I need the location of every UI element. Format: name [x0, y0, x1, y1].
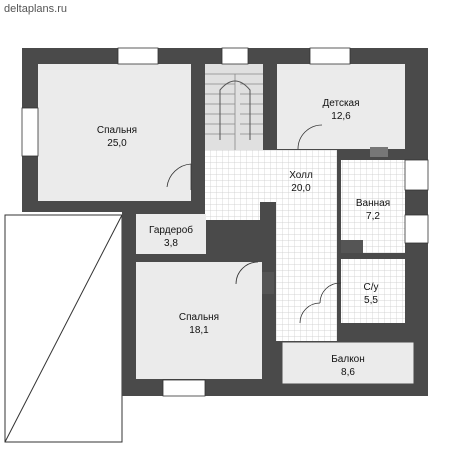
room-balcony — [281, 341, 415, 385]
label-bathroom-area: 7,2 — [366, 211, 380, 222]
staircase — [205, 64, 263, 150]
room-hall-corridor — [276, 150, 337, 323]
label-wardrobe-area: 3,8 — [164, 238, 178, 249]
room-kids — [277, 64, 405, 149]
room-toilet — [341, 259, 405, 323]
room-bedroom-small — [136, 262, 262, 379]
outer-wall-left-lower — [122, 212, 136, 396]
label-bedroom-large-name: Спальня — [97, 125, 137, 136]
label-bedroom-small-area: 18,1 — [189, 325, 209, 336]
stair-arrow — [219, 80, 251, 140]
label-wardrobe-name: Гардероб — [149, 224, 193, 236]
room-bedroom-large — [38, 64, 191, 201]
room-hall-passage — [205, 150, 260, 220]
label-hall-name: Холл — [289, 170, 313, 181]
washbasin — [370, 147, 388, 157]
label-bedroom-small-name: Спальня — [179, 312, 219, 323]
label-bathroom-name: Ванная — [356, 198, 390, 209]
room-wardrobe — [136, 214, 206, 254]
heater — [262, 272, 274, 294]
door-swings — [166, 124, 342, 324]
bathtub — [341, 240, 363, 253]
label-kids-name: Детская — [322, 98, 359, 109]
label-hall-area: 20,0 — [291, 183, 311, 194]
label-balcony-name: Балкон — [331, 354, 365, 365]
site-watermark: deltaplans.ru — [4, 3, 67, 15]
windows — [21, 47, 429, 397]
label-toilet-name: С/у — [364, 282, 379, 293]
label-toilet-area: 5,5 — [364, 295, 378, 306]
room-bathroom — [341, 160, 405, 253]
label-kids-area: 12,6 — [331, 111, 351, 122]
roof-below — [4, 214, 123, 443]
hall-lower-end — [276, 323, 337, 341]
label-bedroom-large-area: 25,0 — [107, 138, 127, 149]
label-balcony-area: 8,6 — [341, 367, 355, 378]
